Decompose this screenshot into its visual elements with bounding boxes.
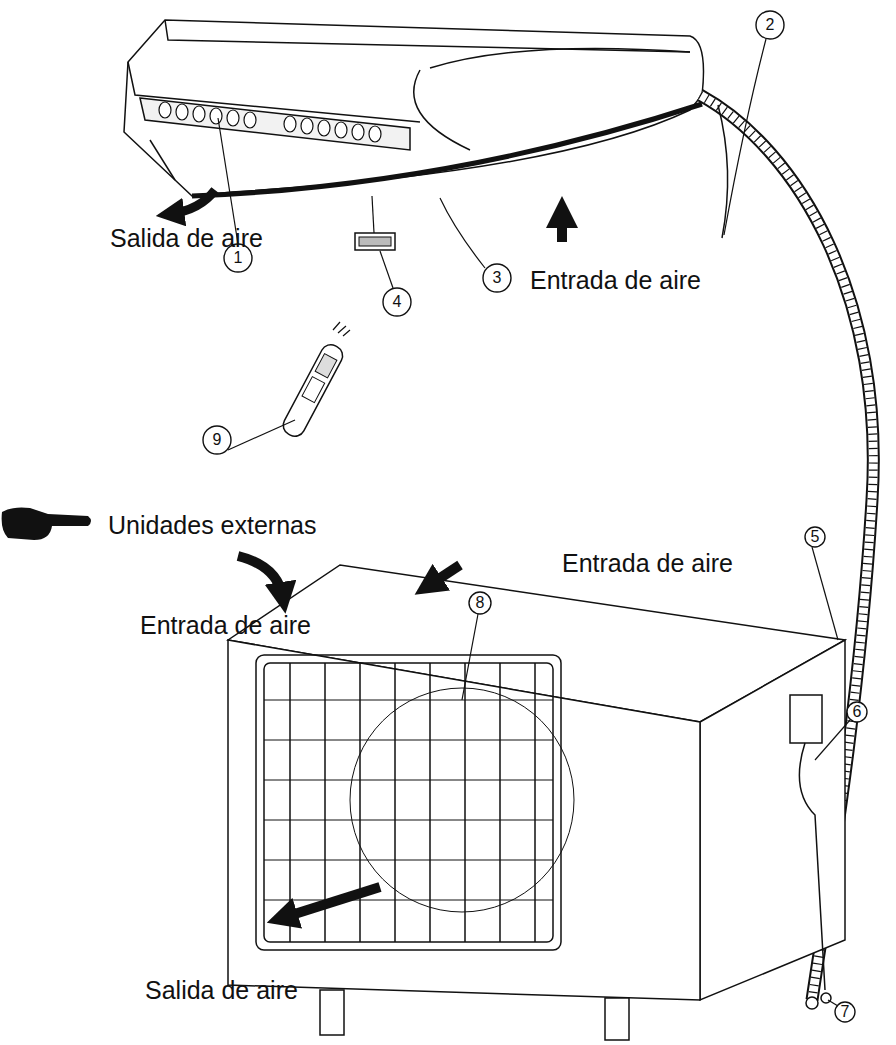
- callout-number: 7: [841, 1003, 850, 1021]
- callout-number: 5: [811, 528, 820, 546]
- drain-hose: [718, 105, 728, 238]
- air-flow-label: Entrada de aire: [562, 549, 733, 577]
- service-valve: [806, 993, 831, 1009]
- louver-rollers: [159, 102, 381, 142]
- air-outlet-arrow: [170, 190, 215, 214]
- callout-number: 2: [766, 16, 775, 34]
- air-flow-label: Entrada de aire: [140, 611, 311, 639]
- air-flow-label: Salida de aire: [110, 224, 263, 252]
- air-flow-label: Salida de aire: [145, 976, 298, 1004]
- pointer-hand: [2, 508, 91, 541]
- outdoor-unit: [228, 565, 845, 1040]
- air-outlet-arrow: [282, 887, 380, 918]
- indoor-unit: [124, 20, 704, 196]
- air-flow-label: Unidades externas: [108, 511, 316, 539]
- air-inlet-arrow: [557, 212, 567, 242]
- fan-grille: [256, 655, 574, 950]
- callout-number: 1: [234, 249, 243, 267]
- remote-control: [280, 341, 346, 440]
- signal-marks: [333, 322, 350, 336]
- connecting-pipe: [700, 95, 873, 1000]
- callout-number: 6: [853, 703, 862, 721]
- power-cable: [799, 743, 825, 990]
- receiver-box: [355, 233, 395, 250]
- air-flow-label: Entrada de aire: [530, 266, 701, 294]
- callout-number: 8: [476, 594, 485, 612]
- callout-number: 3: [493, 269, 502, 287]
- air-inlet-arrow: [238, 556, 283, 598]
- callout-number: 4: [393, 293, 402, 311]
- air-inlet-arrow: [428, 565, 460, 586]
- callout-number: 9: [213, 431, 222, 449]
